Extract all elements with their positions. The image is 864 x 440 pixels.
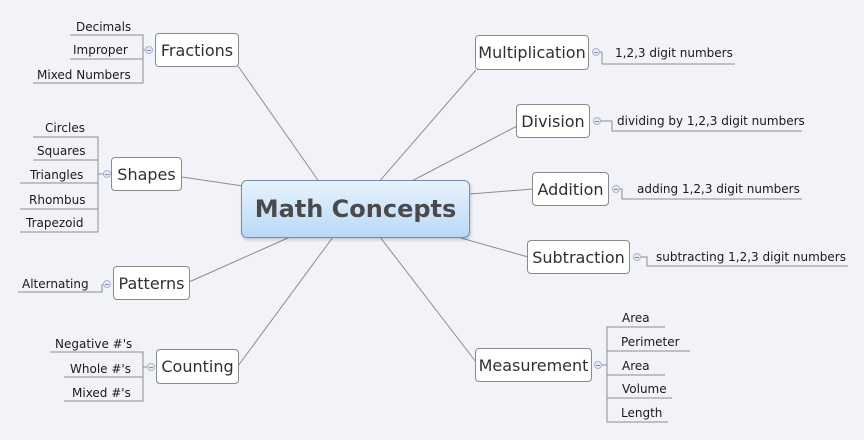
topic-division[interactable]: Division (516, 104, 590, 138)
subtopic-mixed[interactable]: Mixed #'s (72, 386, 131, 400)
collapse-icon[interactable] (103, 280, 111, 288)
subtopic-decimals[interactable]: Decimals (76, 20, 132, 34)
collapse-icon[interactable] (145, 46, 153, 54)
topic-subtraction[interactable]: Subtraction (527, 240, 630, 274)
collapse-icon[interactable] (612, 185, 620, 193)
topic-fractions[interactable]: Fractions (155, 33, 239, 67)
subtopic-mixed-numbers[interactable]: Mixed Numbers (37, 68, 131, 82)
topic-addition[interactable]: Addition (532, 172, 609, 206)
topic-patterns[interactable]: Patterns (113, 266, 190, 300)
subtopic-length[interactable]: Length (621, 406, 663, 420)
subtopic-squares[interactable]: Squares (37, 144, 86, 158)
collapse-icon[interactable] (103, 170, 111, 178)
subtopic-triangles[interactable]: Triangles (30, 168, 84, 182)
subtopic-multiplication-digits[interactable]: 1,2,3 digit numbers (615, 46, 733, 60)
subtopic-perimeter[interactable]: Perimeter (621, 335, 680, 349)
topic-measurement[interactable]: Measurement (475, 348, 592, 382)
topic-shapes[interactable]: Shapes (111, 157, 182, 191)
topic-multiplication[interactable]: Multiplication (475, 35, 589, 70)
collapse-icon[interactable] (633, 253, 641, 261)
subtopic-dividing[interactable]: dividing by 1,2,3 digit numbers (617, 114, 805, 128)
collapse-icon[interactable] (593, 117, 601, 125)
subtopic-circles[interactable]: Circles (45, 121, 85, 135)
collapse-icon[interactable] (594, 361, 602, 369)
subtopic-area-2[interactable]: Area (622, 359, 650, 373)
central-topic[interactable]: Math Concepts (241, 180, 470, 238)
topic-counting[interactable]: Counting (156, 349, 239, 384)
subtopic-area[interactable]: Area (622, 311, 650, 325)
collapse-icon[interactable] (592, 48, 600, 56)
subtopic-adding[interactable]: adding 1,2,3 digit numbers (637, 182, 800, 196)
collapse-icon[interactable] (147, 363, 155, 371)
subtopic-subtracting[interactable]: subtracting 1,2,3 digit numbers (656, 250, 846, 264)
subtopic-alternating[interactable]: Alternating (22, 277, 89, 291)
subtopic-trapezoid[interactable]: Trapezoid (26, 216, 84, 230)
subtopic-volume[interactable]: Volume (622, 382, 667, 396)
subtopic-rhombus[interactable]: Rhombus (29, 193, 86, 207)
subtopic-improper[interactable]: Improper (73, 43, 128, 57)
subtopic-whole[interactable]: Whole #'s (70, 362, 131, 376)
subtopic-negative[interactable]: Negative #'s (55, 337, 133, 351)
